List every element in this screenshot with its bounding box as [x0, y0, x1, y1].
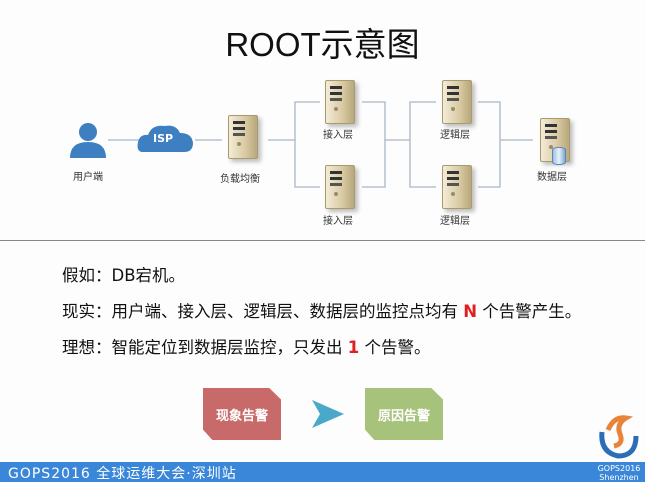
gops-logo-icon [599, 415, 639, 459]
slide-title: ROOT示意图 [225, 26, 420, 63]
root-cause-alert-box: 原因告警 [365, 388, 443, 440]
isp-cloud-icon [137, 125, 193, 152]
text-line-3: 理想：智能定位到数据层监控，只发出 1 个告警。 [62, 334, 430, 358]
label-logic-bottom: 逻辑层 [440, 216, 470, 227]
access-server-bottom-icon [325, 165, 355, 209]
count-1: 1 [347, 338, 360, 357]
text-line-3-a: 理想：智能定位到数据层监控，只发出 [62, 338, 348, 357]
text-line-3-b: 个告警。 [359, 338, 431, 357]
isp-label: ISP [153, 132, 174, 145]
arrow-right-icon [312, 400, 344, 428]
logic-server-bottom-icon [442, 165, 472, 209]
label-data: 数据层 [537, 172, 567, 183]
label-load-balancer: 负载均衡 [220, 174, 260, 185]
label-access-top: 接入层 [323, 130, 353, 141]
label-logic-top: 逻辑层 [440, 130, 470, 141]
divider [0, 240, 645, 241]
count-n: N [463, 302, 478, 321]
user-icon [70, 123, 106, 158]
text-line-2: 现实：用户端、接入层、逻辑层、数据层的监控点均有 N 个告警产生。 [62, 298, 581, 322]
text-line-2-b: 个告警产生。 [477, 302, 582, 321]
footer-text: GOPS2016 全球运维大会·深圳站 [8, 466, 237, 482]
text-line-1: 假如：DB宕机。 [62, 266, 186, 285]
logic-server-top-icon [442, 80, 472, 124]
label-access-bottom: 接入层 [323, 216, 353, 227]
text-line-2-a: 现实：用户端、接入层、逻辑层、数据层的监控点均有 [62, 302, 464, 321]
footer-bar: GOPS2016 全球运维大会·深圳站 GOPS2016 Shenzhen [0, 462, 645, 482]
footer-logo-text: GOPS2016 Shenzhen [597, 464, 641, 482]
connection-lines [70, 101, 533, 188]
label-user: 用户端 [73, 172, 103, 183]
symptom-alert-box: 现象告警 [203, 388, 281, 440]
database-icon [552, 147, 566, 165]
load-balancer-server-icon [228, 115, 258, 159]
access-server-top-icon [325, 80, 355, 124]
